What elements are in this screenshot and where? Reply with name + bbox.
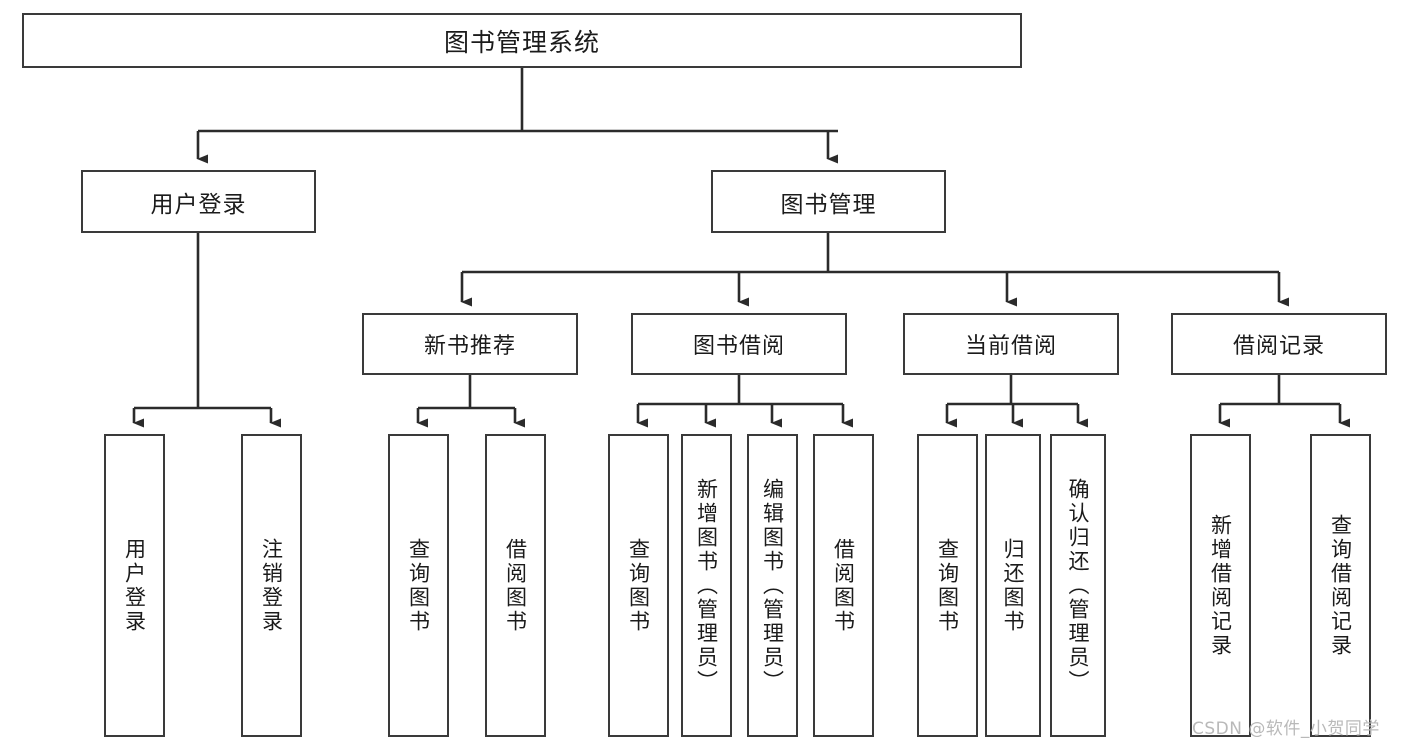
leaf-query-book-current-label: 查询图书 — [935, 537, 960, 634]
leaf-confirm-return-admin-label: 确认归还（管理员） — [1066, 477, 1091, 694]
node-user-login-label: 用户登录 — [150, 191, 247, 218]
leaf-add-book-admin[interactable]: 新增图书（管理员） — [681, 434, 732, 737]
leaf-borrow-book-recommend[interactable]: 借阅图书 — [485, 434, 546, 737]
leaf-user-login[interactable]: 用户登录 — [104, 434, 165, 737]
leaf-borrow-book-label: 借阅图书 — [831, 537, 856, 634]
leaf-query-book-recommend[interactable]: 查询图书 — [388, 434, 449, 737]
node-book-management-label: 图书管理 — [780, 191, 877, 218]
node-borrow-record[interactable]: 借阅记录 — [1171, 313, 1387, 375]
node-user-login[interactable]: 用户登录 — [81, 170, 316, 233]
leaf-edit-book-admin[interactable]: 编辑图书（管理员） — [747, 434, 798, 737]
leaf-add-book-admin-label: 新增图书（管理员） — [694, 477, 719, 694]
leaf-user-login-label: 用户登录 — [122, 537, 147, 634]
leaf-return-book[interactable]: 归还图书 — [985, 434, 1041, 737]
node-new-book-recommend-label: 新书推荐 — [423, 334, 516, 359]
leaf-query-book-current[interactable]: 查询图书 — [917, 434, 978, 737]
leaf-return-book-label: 归还图书 — [1001, 537, 1026, 634]
leaf-edit-book-admin-label: 编辑图书（管理员） — [760, 477, 785, 694]
leaf-query-borrow-record-label: 查询借阅记录 — [1328, 513, 1353, 658]
leaf-query-borrow-record[interactable]: 查询借阅记录 — [1310, 434, 1371, 737]
leaf-add-borrow-record[interactable]: 新增借阅记录 — [1190, 434, 1251, 737]
leaf-add-borrow-record-label: 新增借阅记录 — [1208, 513, 1233, 658]
leaf-borrow-book[interactable]: 借阅图书 — [813, 434, 874, 737]
node-book-management[interactable]: 图书管理 — [711, 170, 946, 233]
leaf-confirm-return-admin[interactable]: 确认归还（管理员） — [1050, 434, 1106, 737]
watermark-text: CSDN @软件_小贺同学 — [1192, 719, 1380, 739]
node-current-borrow-label: 当前借阅 — [964, 334, 1057, 359]
node-book-borrow[interactable]: 图书借阅 — [631, 313, 847, 375]
leaf-query-book-borrow-label: 查询图书 — [626, 537, 651, 634]
leaf-user-logout-label: 注销登录 — [259, 537, 284, 634]
node-book-borrow-label: 图书借阅 — [692, 334, 785, 359]
node-borrow-record-label: 借阅记录 — [1232, 334, 1325, 359]
node-root-label: 图书管理系统 — [443, 27, 600, 57]
leaf-user-logout[interactable]: 注销登录 — [241, 434, 302, 737]
node-root[interactable]: 图书管理系统 — [22, 13, 1022, 68]
leaf-query-book-borrow[interactable]: 查询图书 — [608, 434, 669, 737]
node-current-borrow[interactable]: 当前借阅 — [903, 313, 1119, 375]
leaf-borrow-book-recommend-label: 借阅图书 — [503, 537, 528, 634]
leaf-query-book-recommend-label: 查询图书 — [406, 537, 431, 634]
node-new-book-recommend[interactable]: 新书推荐 — [362, 313, 578, 375]
